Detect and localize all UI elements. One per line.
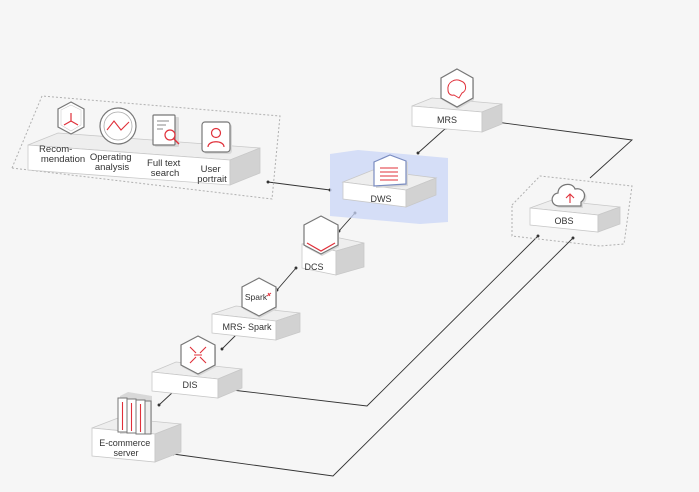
connector-spark-dcs [275, 266, 298, 292]
node-mrs: MRS [411, 68, 503, 133]
obs-label: OBS [554, 216, 573, 226]
app-label-operating-analysis: Operating analysis [90, 152, 134, 173]
app-label-full-text-search: Full text search [147, 158, 183, 179]
connectors [157, 120, 634, 477]
cloud-upload-icon [551, 183, 587, 208]
connector-ecommerce-obs [171, 236, 575, 477]
node-dcs: DCS [301, 215, 365, 276]
document-search-icon [152, 114, 180, 147]
dcs-label: DCS [304, 262, 323, 272]
server-rack-icon [117, 392, 152, 435]
app-label-recommendation: Recom- mendation [39, 144, 85, 165]
connector-apps-dws [266, 180, 332, 192]
user-portrait-icon [201, 121, 232, 154]
dws-label: DWS [371, 194, 392, 204]
mrs-icon [440, 68, 474, 109]
dws-icon [373, 154, 408, 188]
node-obs: OBS [511, 175, 633, 247]
spark-icon: Spark [241, 277, 277, 318]
app-label-user-portrait: User portrait [197, 164, 227, 185]
node-dws: DWS [330, 150, 448, 224]
dis-label: DIS [182, 380, 197, 390]
node-mrs-spark: Spark MRS- Spark [211, 277, 301, 341]
connector-mrs-obs [494, 120, 634, 179]
dcs-icon [303, 215, 339, 256]
mrs-spark-label: MRS- Spark [222, 322, 272, 332]
mrs-label: MRS [437, 115, 457, 125]
connector-dws-mrs [416, 126, 448, 155]
node-ecommerce-server: E-commerce server [91, 392, 182, 463]
connector-ecommerce-dis [157, 390, 175, 407]
spark-icon-text: Spark [245, 292, 268, 302]
cube-icon [57, 101, 85, 135]
applications-group: Recom- mendation Operating analysis Full… [11, 95, 281, 200]
node-dis: DIS [151, 335, 243, 399]
ecommerce-label: E-commerce server [99, 438, 153, 458]
dis-icon [180, 335, 216, 376]
chart-circle-icon [99, 107, 137, 145]
